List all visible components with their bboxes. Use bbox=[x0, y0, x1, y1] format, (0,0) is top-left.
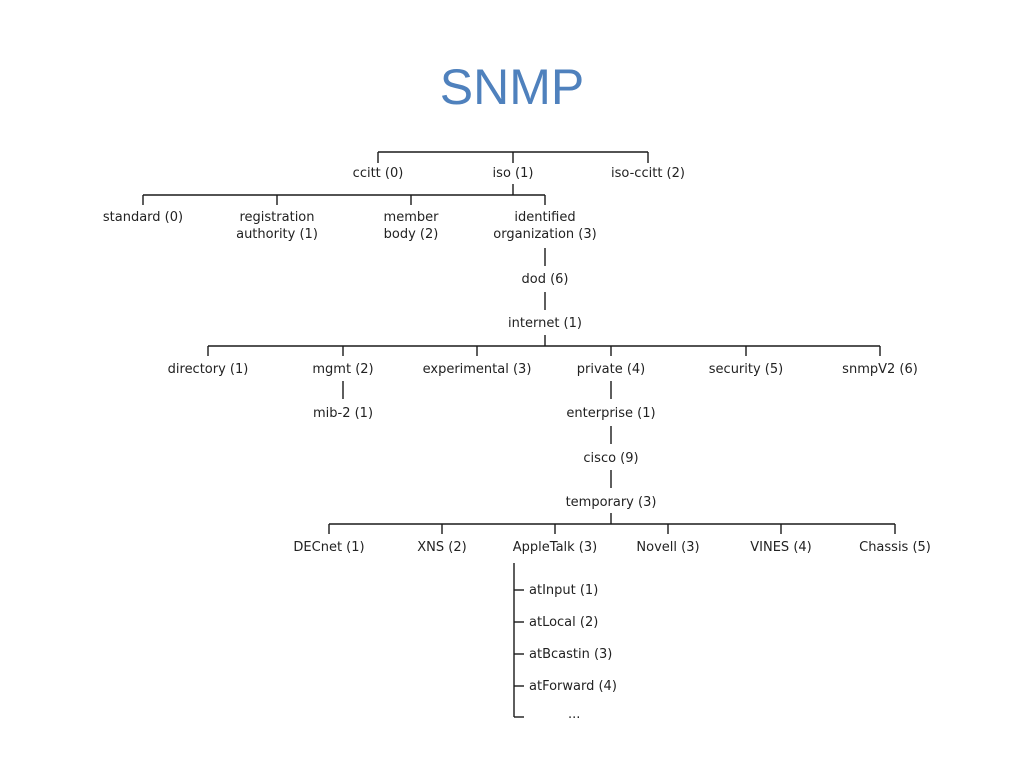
node-xns: XNS (2) bbox=[417, 540, 467, 555]
node-security: security (5) bbox=[708, 362, 784, 377]
slide-title: SNMP bbox=[439, 59, 585, 115]
node-atforward: atForward (4) bbox=[529, 679, 617, 694]
node-decnet: DECnet (1) bbox=[293, 540, 365, 555]
node-more: ... bbox=[568, 707, 581, 722]
node-iso-ccitt: iso-ccitt (2) bbox=[611, 166, 685, 181]
node-atbcastin: atBcastin (3) bbox=[529, 647, 613, 662]
node-temporary: temporary (3) bbox=[565, 495, 657, 510]
node-identified-organization: identified organization (3) bbox=[493, 210, 597, 242]
node-vines: VINES (4) bbox=[750, 540, 812, 555]
node-internet: internet (1) bbox=[508, 316, 582, 331]
node-member-body: member body (2) bbox=[383, 210, 439, 242]
node-experimental: experimental (3) bbox=[422, 362, 532, 377]
node-enterprise: enterprise (1) bbox=[566, 406, 656, 421]
node-mib-2: mib-2 (1) bbox=[312, 406, 374, 421]
node-ccitt: ccitt (0) bbox=[352, 166, 404, 181]
node-mgmt: mgmt (2) bbox=[312, 362, 374, 377]
node-atlocal: atLocal (2) bbox=[529, 615, 599, 630]
node-private: private (4) bbox=[576, 362, 646, 377]
node-atinput: atInput (1) bbox=[529, 583, 599, 598]
node-cisco: cisco (9) bbox=[583, 451, 639, 466]
node-iso: iso (1) bbox=[492, 166, 534, 181]
node-novell: Novell (3) bbox=[636, 540, 700, 555]
node-registration-authority: registration authority (1) bbox=[236, 210, 318, 242]
node-standard: standard (0) bbox=[102, 210, 184, 225]
node-chassis: Chassis (5) bbox=[859, 540, 931, 555]
node-appletalk: AppleTalk (3) bbox=[512, 540, 598, 555]
node-snmpv2: snmpV2 (6) bbox=[842, 362, 918, 377]
node-dod: dod (6) bbox=[521, 272, 569, 287]
node-directory: directory (1) bbox=[167, 362, 249, 377]
